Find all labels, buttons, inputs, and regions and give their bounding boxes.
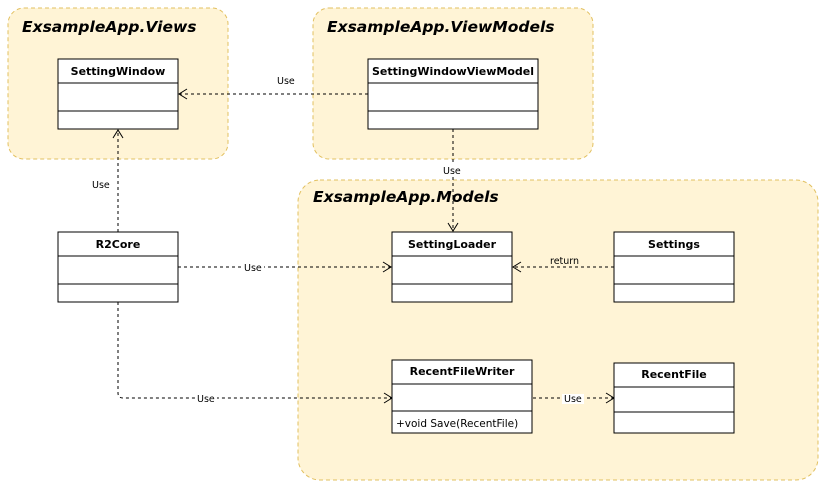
arrowhead-settings-to-loader xyxy=(512,261,522,273)
arrowhead-vm-to-window xyxy=(178,88,188,100)
class-setting-loader-name: SettingLoader xyxy=(408,238,497,251)
class-settings[interactable]: Settings xyxy=(613,231,735,303)
package-models-frame xyxy=(297,179,819,481)
dep-core-to-writer xyxy=(117,302,392,399)
class-recent-file-name: RecentFile xyxy=(641,368,707,381)
label-writer-to-recent: Use xyxy=(564,394,582,405)
class-setting-loader[interactable]: SettingLoader xyxy=(391,231,513,303)
class-recent-file-writer-method: +void Save(RecentFile) xyxy=(396,418,518,430)
package-views-title: ExsampleApp.Views xyxy=(22,18,197,36)
class-recent-file-writer[interactable]: RecentFileWriter +void Save(RecentFile) xyxy=(391,359,533,434)
arrowhead-vm-to-loader xyxy=(447,222,459,232)
class-setting-window-box xyxy=(57,58,179,130)
label-core-to-loader: Use xyxy=(244,263,262,274)
label-core-to-writer: Use xyxy=(197,394,215,405)
class-setting-window-view-model[interactable]: SettingWindowViewModel xyxy=(367,58,539,130)
label-bg-writer-to-recent xyxy=(562,394,584,404)
class-settings-name: Settings xyxy=(648,238,700,251)
class-recent-file-box xyxy=(613,362,735,434)
label-bg-vm-to-loader xyxy=(442,165,464,177)
label-bg-core-to-window xyxy=(90,178,112,190)
label-vm-to-window: Use xyxy=(277,76,295,87)
label-bg-core-to-writer xyxy=(195,394,217,404)
class-r2core-name: R2Core xyxy=(96,238,141,251)
class-recent-file[interactable]: RecentFile xyxy=(613,362,735,434)
label-settings-to-loader: return xyxy=(550,256,579,267)
label-core-to-window: Use xyxy=(92,180,110,191)
label-bg-vm-to-window xyxy=(274,74,296,86)
class-recent-file-writer-name: RecentFileWriter xyxy=(410,365,515,378)
class-setting-loader-box xyxy=(391,231,513,303)
class-recent-file-writer-box xyxy=(391,359,533,434)
class-setting-window[interactable]: SettingWindow xyxy=(57,58,179,130)
label-bg-core-to-loader xyxy=(242,263,264,273)
dependencies: Use Use Use Use return Use Use xyxy=(90,74,615,405)
class-r2core-box xyxy=(57,231,179,303)
class-setting-window-view-model-name: SettingWindowViewModel xyxy=(372,65,534,78)
package-models-title: ExsampleApp.Models xyxy=(313,188,499,206)
package-viewmodels-title: ExsampleApp.ViewModels xyxy=(327,18,555,36)
package-models: ExsampleApp.Models xyxy=(297,179,819,481)
arrowhead-core-to-window xyxy=(112,129,124,139)
class-setting-window-name: SettingWindow xyxy=(71,65,166,78)
class-setting-window-view-model-box xyxy=(367,58,539,130)
arrowhead-core-to-loader xyxy=(382,261,392,273)
class-r2core[interactable]: R2Core xyxy=(57,231,179,303)
label-vm-to-loader: Use xyxy=(443,166,461,177)
class-settings-box xyxy=(613,231,735,303)
